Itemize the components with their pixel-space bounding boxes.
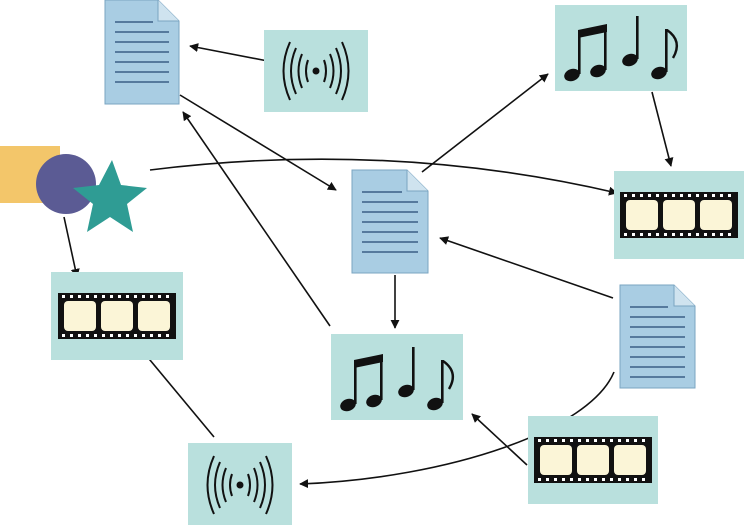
film-strip-icon — [51, 272, 183, 360]
shape-star — [73, 160, 147, 232]
film-strip-icon — [528, 416, 658, 504]
shapes-icon — [0, 146, 147, 232]
edge-film-bottom-right-to-music-center — [471, 413, 528, 466]
music-notes-icon — [331, 334, 463, 420]
document-icon — [351, 169, 429, 274]
edge-doc-right-to-signal-bottom — [299, 371, 615, 489]
film-strip-icon — [614, 171, 744, 259]
edge-signal-bottom-to-film-left — [139, 347, 215, 438]
edge-shapes-to-film-right — [149, 158, 618, 196]
edge-doc-top-to-doc-center — [179, 94, 337, 191]
edge-signal-top-to-doc-top — [189, 43, 279, 64]
signal-icon — [264, 30, 368, 112]
edges — [63, 43, 674, 489]
edge-doc-center-to-music-top-right — [421, 73, 549, 173]
edge-doc-right-to-doc-center — [439, 236, 614, 299]
shape-circle — [36, 154, 96, 214]
edge-shapes-to-film-left — [63, 216, 80, 278]
music-notes-icon — [555, 5, 687, 91]
document-icon — [619, 284, 696, 389]
document-icon — [104, 0, 180, 105]
signal-icon — [188, 443, 292, 525]
edge-music-top-right-to-film-right — [651, 91, 674, 167]
edge-music-center-to-doc-top — [182, 111, 331, 327]
